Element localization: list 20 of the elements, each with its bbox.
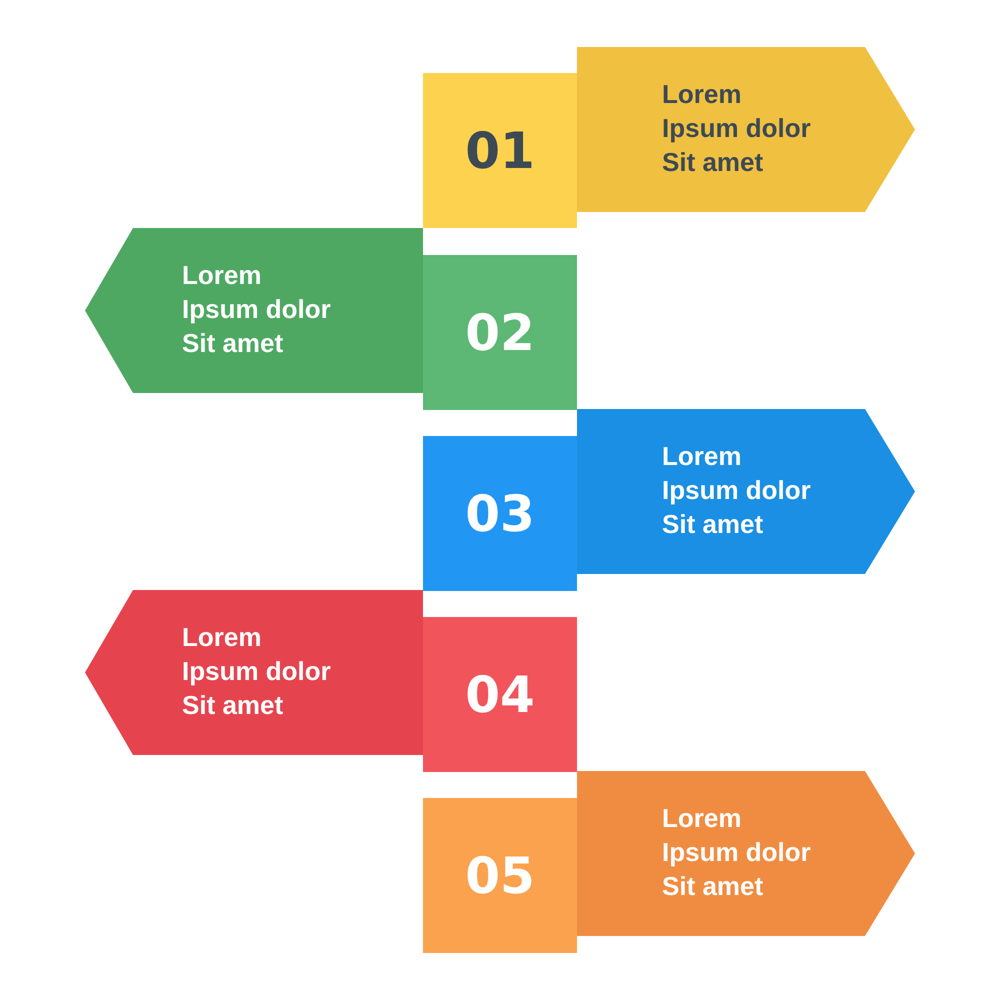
step-text: Lorem Ipsum dolor Sit amet bbox=[662, 78, 812, 179]
step-text: Lorem Ipsum dolor Sit amet bbox=[182, 259, 332, 360]
number-square bbox=[423, 255, 577, 410]
arrow-banner bbox=[85, 590, 423, 755]
step-text: Lorem Ipsum dolor Sit amet bbox=[182, 621, 332, 722]
number-square bbox=[423, 436, 577, 591]
step-text: Lorem Ipsum dolor Sit amet bbox=[662, 802, 812, 903]
step-number: 01 bbox=[465, 126, 535, 176]
arrow-banner bbox=[577, 771, 915, 936]
step-number: 02 bbox=[465, 308, 535, 358]
step-number: 03 bbox=[465, 488, 535, 538]
step-text: Lorem Ipsum dolor Sit amet bbox=[662, 440, 812, 541]
arrow-banner bbox=[577, 409, 915, 574]
step-number: 05 bbox=[465, 850, 535, 900]
step-number: 04 bbox=[465, 670, 535, 720]
arrow-banner bbox=[85, 228, 423, 393]
arrow-banner bbox=[577, 47, 915, 212]
number-square bbox=[423, 617, 577, 772]
number-square bbox=[423, 798, 577, 953]
number-square bbox=[423, 73, 577, 228]
